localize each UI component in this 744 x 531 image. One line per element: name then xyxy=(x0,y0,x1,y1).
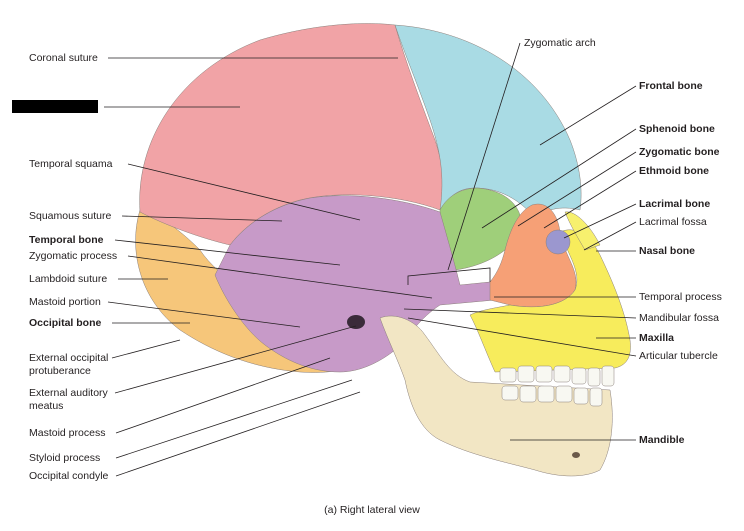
label-ethmoid-bone: Ethmoid bone xyxy=(639,165,709,177)
label-mastoid-process: Mastoid process xyxy=(29,427,106,439)
temporal-region xyxy=(214,195,496,373)
label-styloid-process: Styloid process xyxy=(29,452,101,464)
maxilla-region xyxy=(469,229,631,373)
label-external-auditory-line2: meatus xyxy=(29,400,64,412)
ear-canal xyxy=(347,315,365,329)
lacrimal-region xyxy=(545,229,571,255)
label-occipital-bone: Occipital bone xyxy=(29,317,102,329)
label-lambdoid-suture: Lambdoid suture xyxy=(29,273,108,285)
label-mandible: Mandible xyxy=(639,434,685,446)
label-sphenoid-bone: Sphenoid bone xyxy=(639,123,715,135)
nasal-region xyxy=(564,211,601,251)
leader-lines xyxy=(104,42,637,477)
label-lacrimal-bone: Lacrimal bone xyxy=(639,198,711,210)
label-zygomatic-bone: Zygomatic bone xyxy=(639,146,720,158)
label-temporal-process: Temporal process xyxy=(639,291,722,303)
label-external-occipital-line2: protuberance xyxy=(29,365,91,377)
redaction-box xyxy=(12,100,98,113)
label-occipital-condyle: Occipital condyle xyxy=(29,470,109,482)
label-articular-tubercle: Articular tubercle xyxy=(639,350,718,362)
frontal-region xyxy=(394,24,582,219)
label-nasal-bone: Nasal bone xyxy=(639,245,696,257)
label-zygomatic-arch: Zygomatic arch xyxy=(524,37,596,49)
label-external-occipital-line1: External occipital xyxy=(29,352,109,364)
label-zygomatic-process: Zygomatic process xyxy=(29,250,118,262)
label-squamous-suture: Squamous suture xyxy=(29,210,112,222)
label-coronal-suture: Coronal suture xyxy=(29,52,98,64)
label-temporal-bone: Temporal bone xyxy=(29,234,104,246)
label-mandibular-fossa: Mandibular fossa xyxy=(639,312,719,324)
teeth-group xyxy=(499,365,615,407)
label-lacrimal-fossa: Lacrimal fossa xyxy=(639,216,707,228)
mandible-region xyxy=(379,315,613,477)
label-temporal-squama: Temporal squama xyxy=(29,158,113,170)
figure-caption: (a) Right lateral view xyxy=(324,504,420,516)
label-mastoid-portion: Mastoid portion xyxy=(29,296,101,308)
label-external-auditory-line1: External auditory xyxy=(29,387,108,399)
label-maxilla: Maxilla xyxy=(639,332,675,344)
label-frontal-bone: Frontal bone xyxy=(639,80,703,92)
